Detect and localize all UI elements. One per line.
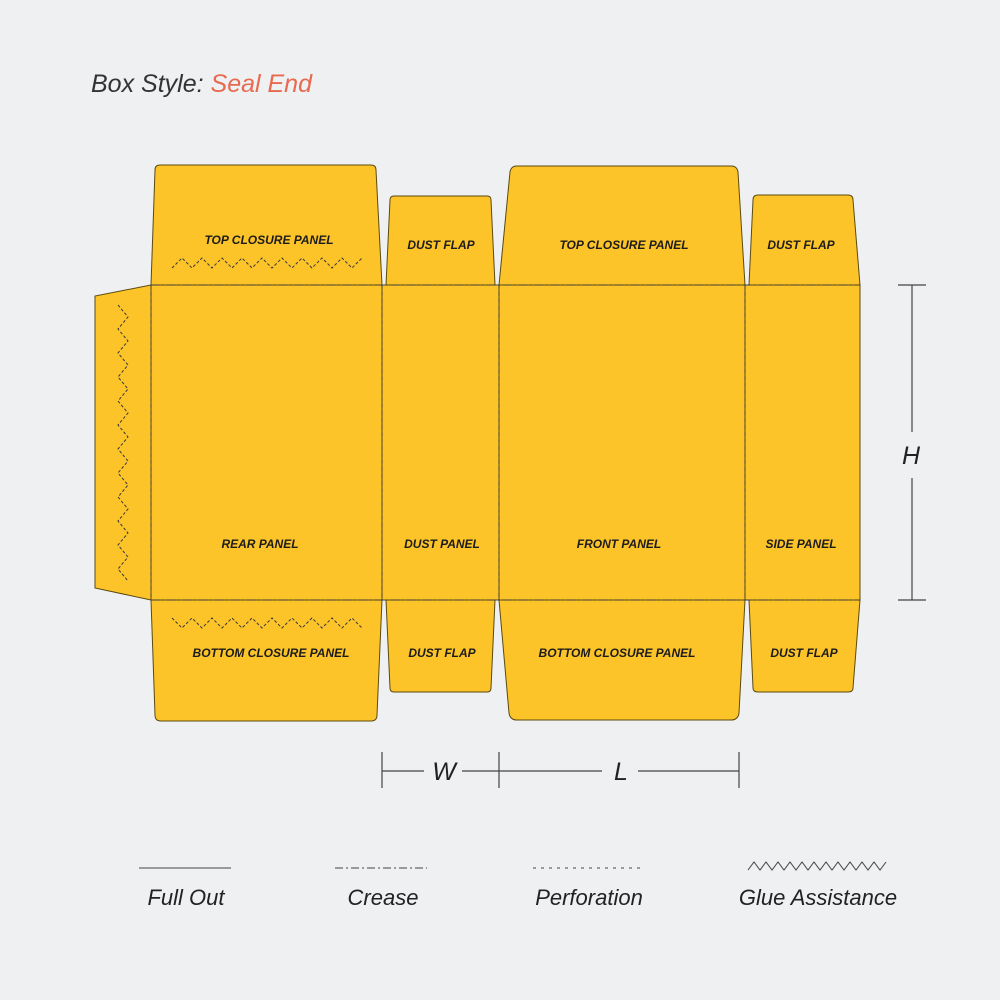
legend-glue-assistance: Glue Assistance xyxy=(739,885,897,910)
crease-lines xyxy=(151,284,860,601)
top-closure-panel-left xyxy=(150,164,383,286)
glue-assistance-swatch xyxy=(747,861,887,871)
title-prefix: Box Style: xyxy=(91,70,204,98)
bottom-closure-panel-right xyxy=(498,599,746,721)
top-dust-flap-label-right: DUST FLAP xyxy=(767,238,835,252)
top-closure-label-right: TOP CLOSURE PANEL xyxy=(559,238,688,252)
page-title: Box Style: Seal End xyxy=(91,70,312,99)
height-dimension xyxy=(898,284,926,601)
side-panel-label: SIDE PANEL xyxy=(765,537,836,551)
box-style-name: Seal End xyxy=(210,70,312,98)
top-dust-flap-left xyxy=(385,195,496,286)
bottom-dust-flap-label-left: DUST FLAP xyxy=(408,646,476,660)
dust-panel xyxy=(381,284,500,601)
legend-perforation: Perforation xyxy=(535,885,643,910)
bottom-closure-label-right: BOTTOM CLOSURE PANEL xyxy=(539,646,696,660)
bottom-closure-panel-left xyxy=(150,599,383,722)
perforation-lines xyxy=(150,285,746,600)
top-dust-flap-right xyxy=(748,194,861,286)
rear-panel xyxy=(150,284,383,601)
top-closure-label-left: TOP CLOSURE PANEL xyxy=(204,233,333,247)
top-closure-panel-right xyxy=(498,165,746,286)
height-label: H xyxy=(902,442,921,470)
width-label: W xyxy=(432,758,458,786)
rear-panel-label: REAR PANEL xyxy=(221,537,298,551)
width-length-dimension xyxy=(381,752,740,788)
bottom-dust-flap-left xyxy=(385,599,496,693)
glue-flap xyxy=(94,284,152,601)
legend-crease: Crease xyxy=(348,885,419,910)
bottom-dust-flap-right xyxy=(748,599,861,693)
front-panel-label: FRONT PANEL xyxy=(577,537,661,551)
front-panel xyxy=(498,284,746,601)
bottom-closure-label-left: BOTTOM CLOSURE PANEL xyxy=(193,646,350,660)
length-label: L xyxy=(614,758,628,786)
bottom-dust-flap-label-right: DUST FLAP xyxy=(770,646,838,660)
side-panel xyxy=(744,284,861,601)
dust-panel-label: DUST PANEL xyxy=(404,537,480,551)
top-dust-flap-label-left: DUST FLAP xyxy=(407,238,475,252)
legend-full-out: Full Out xyxy=(147,885,225,910)
